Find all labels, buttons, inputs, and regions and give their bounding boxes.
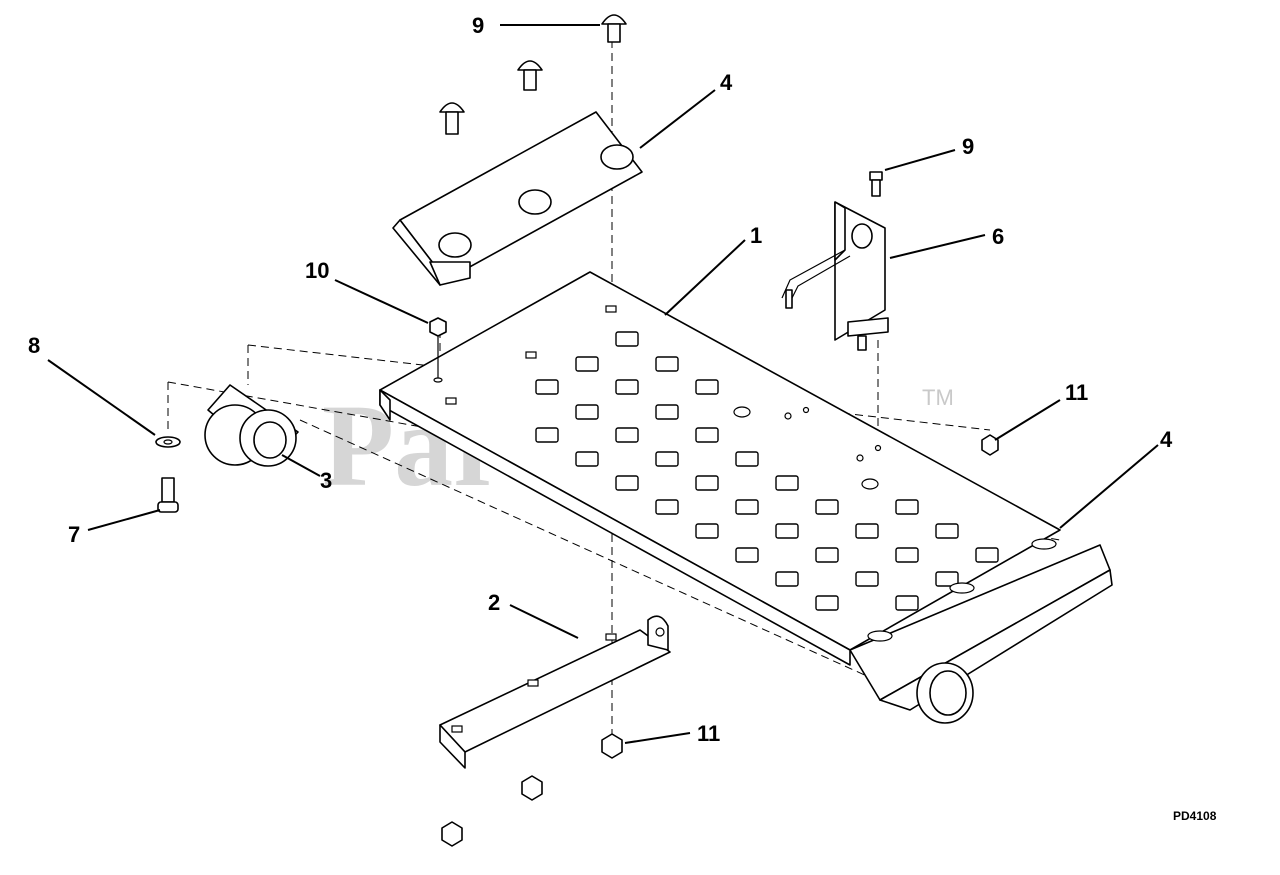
watermark-trademark: TM [922, 385, 954, 410]
callout-4-top: 4 [720, 70, 733, 95]
carriage-bolts-part-9 [439, 14, 627, 135]
callout-11-bottom: 11 [697, 721, 720, 746]
callout-labels: 9 4 9 6 1 10 8 3 11 4 7 2 11 [28, 13, 1173, 746]
bracket-part-4-top [392, 111, 643, 286]
callout-9-right: 9 [962, 134, 974, 159]
nuts-part-11 [441, 434, 999, 847]
nut-part-10 [429, 317, 447, 383]
callout-6: 6 [992, 224, 1004, 249]
leader-lines [47, 24, 1159, 744]
washer-part-8 [155, 436, 181, 448]
callout-2: 2 [488, 590, 500, 615]
callout-4-right: 4 [1160, 427, 1173, 452]
callout-1: 1 [750, 223, 762, 248]
diagram-reference: PD4108 [1173, 809, 1217, 823]
callout-10: 10 [305, 258, 329, 283]
screw-part-7 [157, 477, 179, 513]
tread-pattern [535, 331, 999, 611]
callout-11-right: 11 [1065, 380, 1088, 405]
callout-3: 3 [320, 468, 332, 493]
callout-7: 7 [68, 522, 80, 547]
callout-9-top: 9 [472, 13, 484, 38]
pedal-bracket-part-6 [781, 171, 889, 351]
bushing-part-3 [204, 384, 299, 467]
callout-8: 8 [28, 333, 40, 358]
foot-plate-part-1 [379, 271, 1113, 724]
bar-part-2 [439, 615, 671, 769]
